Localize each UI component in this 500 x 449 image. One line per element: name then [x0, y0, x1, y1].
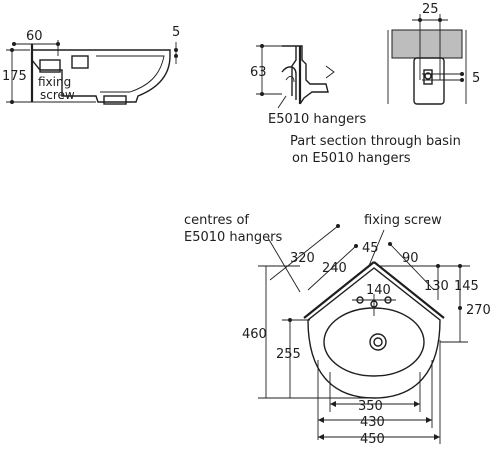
- hanger-front: 25 5: [387, 2, 480, 105]
- arrow-head: [434, 434, 440, 440]
- dim-dot: [56, 42, 60, 46]
- section-hanger-hook-inner: [285, 75, 295, 83]
- dim-450-text: 450: [360, 432, 385, 447]
- plan-waste-inner: [373, 337, 383, 347]
- dim-dot: [10, 100, 14, 104]
- plan-wall-left: [303, 261, 375, 319]
- arrow-head: [318, 434, 324, 440]
- dim-section-height-text: 63: [250, 65, 267, 80]
- dim-dot: [460, 78, 464, 82]
- dim-270-text: 270: [466, 303, 491, 318]
- dim-dot: [458, 306, 462, 310]
- dim-side-width-text: 60: [26, 29, 43, 44]
- dim-line-90: [389, 243, 435, 291]
- dim-dot: [388, 242, 392, 246]
- arrow-head: [414, 401, 420, 407]
- dim-dot: [174, 54, 178, 58]
- side-view-fixing-block: [39, 59, 61, 73]
- dim-front-offset-text: 5: [472, 71, 480, 86]
- plan-fixing-screw-label: fixing screw: [364, 213, 442, 228]
- dim-430-text: 430: [360, 415, 385, 430]
- front-hanger-slot: [423, 69, 433, 85]
- front-hanger-plate: [413, 57, 445, 105]
- section-hanger-hook: [281, 66, 297, 100]
- side-view-bowl-line: [96, 55, 165, 93]
- plan-waste-outer: [369, 333, 387, 351]
- side-view: 60 5 175 fixing screw: [2, 25, 180, 105]
- arrow-head: [426, 417, 432, 423]
- front-hanger-hole: [424, 72, 432, 80]
- section-break: [325, 65, 335, 79]
- section-basin-profile: [282, 45, 329, 105]
- plan-view: centres of E5010 hangers fixing screw 32…: [184, 213, 491, 447]
- section-basin-inner: [291, 46, 297, 96]
- section-caption-line2: on E5010 hangers: [292, 151, 411, 166]
- dim-dot: [354, 244, 358, 248]
- plan-wall-right: [373, 261, 445, 319]
- front-wall-band: [391, 29, 463, 59]
- dim-dot: [438, 18, 442, 22]
- centres-leader: [267, 237, 301, 293]
- side-view-basin-outline: [31, 49, 171, 103]
- dim-145-text: 145: [454, 279, 479, 294]
- hanger-leader: [277, 95, 287, 109]
- plan-centres-label-line1: centres of: [184, 213, 249, 228]
- dim-240-text: 240: [322, 261, 347, 276]
- fixing-leader: [367, 229, 385, 269]
- dim-dot: [418, 18, 422, 22]
- dim-320-text: 320: [290, 251, 315, 266]
- dim-dot: [460, 72, 464, 76]
- side-view-waste-outlet: [103, 95, 127, 105]
- arrow-head: [318, 417, 324, 423]
- hanger-label: E5010 hangers: [268, 112, 366, 127]
- dim-dot: [10, 48, 14, 52]
- arrow-head: [330, 401, 336, 407]
- dim-side-rim-text: 5: [172, 25, 180, 40]
- dim-130-text: 130: [424, 279, 449, 294]
- dim-460-text: 460: [242, 327, 267, 342]
- dim-255-text: 255: [276, 347, 301, 362]
- dim-dot: [260, 92, 264, 96]
- plan-basin-outline: [307, 267, 441, 399]
- hanger-section: 63 E5010 hangers Part section through ba…: [250, 44, 461, 166]
- dim-dot: [12, 42, 16, 46]
- dim-dot: [174, 48, 178, 52]
- dim-90-text: 90: [402, 251, 419, 266]
- dim-dot: [260, 44, 264, 48]
- plan-centres-label-line2: E5010 hangers: [184, 230, 282, 245]
- dim-140-text: 140: [366, 283, 391, 298]
- section-caption-line1: Part section through basin: [290, 134, 461, 149]
- dim-dot: [336, 224, 340, 228]
- dim-front-width-text: 25: [422, 2, 439, 17]
- dim-line-240: [307, 245, 357, 291]
- dim-dot: [288, 318, 292, 322]
- dim-side-height-text: 175: [2, 69, 27, 84]
- fixing-label-line2: screw: [40, 88, 75, 102]
- side-view-hanger-block: [71, 55, 89, 69]
- fixing-label-line1: fixing: [38, 75, 71, 89]
- dim-45-text: 45: [362, 241, 379, 256]
- dim-350-text: 350: [358, 399, 383, 414]
- dim-line-320: [269, 225, 339, 281]
